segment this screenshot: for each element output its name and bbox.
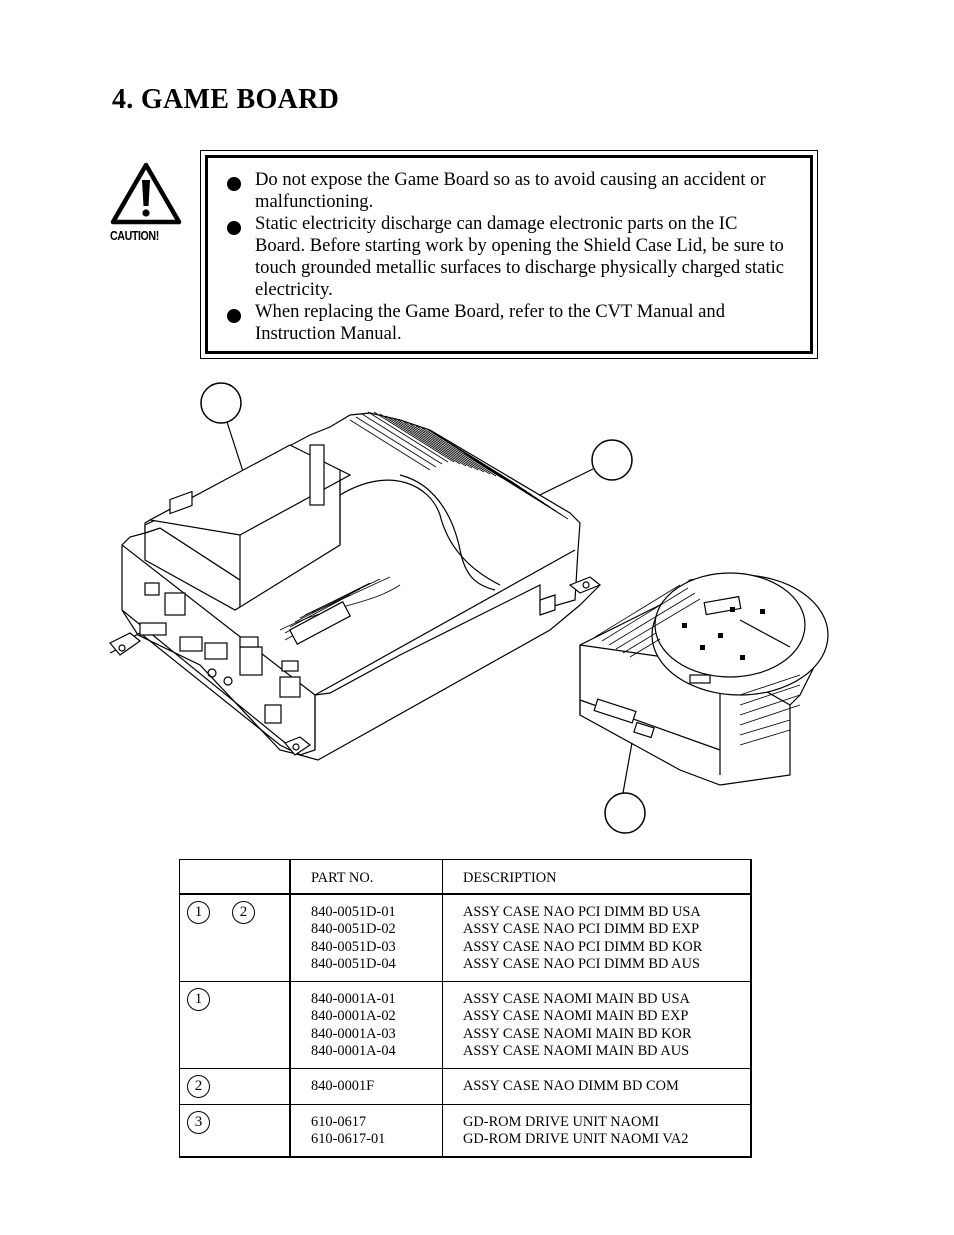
table-row: 2 840-0001F ASSY CASE NAO DIMM BD COM <box>179 1068 752 1105</box>
ref-number: 2 <box>232 901 255 924</box>
part-no-cell: 840-0051D-01 840-0051D-02 840-0051D-03 8… <box>289 894 443 982</box>
table-header-row: PART NO. DESCRIPTION <box>179 859 752 894</box>
table-header-description: DESCRIPTION <box>442 859 752 894</box>
caution-label: CAUTION! <box>110 228 159 243</box>
part-no-cell: 840-0001F <box>289 1068 443 1105</box>
callout-circle-3 <box>604 792 646 834</box>
table-row: 1 840-0001A-01 840-0001A-02 840-0001A-03… <box>179 981 752 1069</box>
description-cell: GD-ROM DRIVE UNIT NAOMI GD-ROM DRIVE UNI… <box>442 1104 752 1158</box>
bullet-icon <box>227 221 241 235</box>
description-cell: ASSY CASE NAO PCI DIMM BD USA ASSY CASE … <box>442 894 752 982</box>
game-board-illustration <box>109 382 829 834</box>
caution-item: When replacing the Game Board, refer to … <box>226 301 792 345</box>
caution-triangle-icon <box>110 162 182 225</box>
description-cell: ASSY CASE NAO DIMM BD COM <box>442 1068 752 1105</box>
ref-cell: 3 <box>179 1104 291 1158</box>
caution-list: Do not expose the Game Board so as to av… <box>226 169 792 345</box>
part-no-cell: 840-0001A-01 840-0001A-02 840-0001A-03 8… <box>289 981 443 1069</box>
callout-circle-1 <box>200 382 242 424</box>
ref-number: 2 <box>187 1075 210 1099</box>
table-header-part-no: PART NO. <box>289 859 443 894</box>
caution-item: Static electricity discharge can damage … <box>226 213 792 301</box>
page-heading: 4. GAME BOARD <box>112 84 340 115</box>
table-row: 3 610-0617 610-0617-01 GD-ROM DRIVE UNIT… <box>179 1104 752 1158</box>
caution-box: Do not expose the Game Board so as to av… <box>200 150 818 359</box>
ref-cell: 1 <box>179 981 291 1069</box>
ref-number: 1 <box>187 988 210 1012</box>
bullet-icon <box>227 309 241 323</box>
caution-item: Do not expose the Game Board so as to av… <box>226 169 792 213</box>
description-cell: ASSY CASE NAOMI MAIN BD USA ASSY CASE NA… <box>442 981 752 1069</box>
callout-circle-2 <box>591 439 633 481</box>
ref-cell: 2 <box>179 1068 291 1105</box>
bullet-icon <box>227 177 241 191</box>
ref-number: 1 <box>187 901 210 924</box>
ref-number: 3 <box>187 1110 210 1134</box>
part-no-cell: 610-0617 610-0617-01 <box>289 1104 443 1158</box>
table-header-ref <box>179 859 291 894</box>
